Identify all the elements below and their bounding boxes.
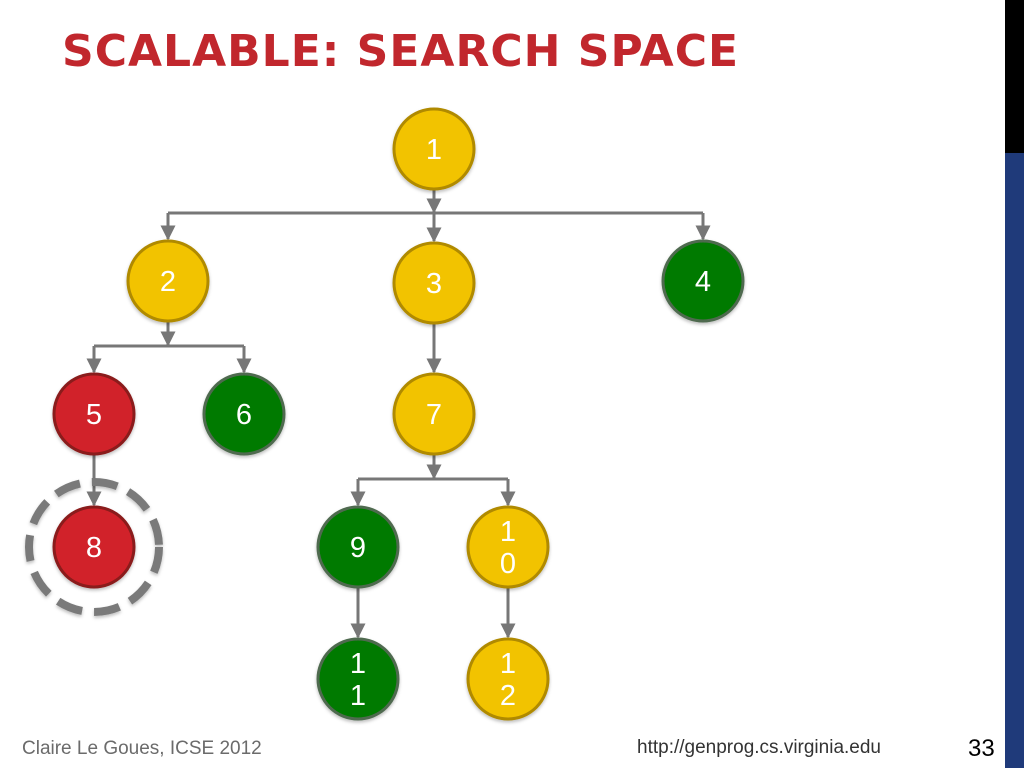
tree-node-3: 3 bbox=[392, 241, 476, 325]
footer-url: http://genprog.cs.virginia.edu bbox=[637, 737, 881, 758]
node-circle-4 bbox=[661, 239, 745, 323]
tree-node-5: 5 bbox=[52, 372, 136, 456]
node-circle-8 bbox=[52, 505, 136, 589]
node-label-4: 4 bbox=[695, 266, 711, 298]
highlight-dashed-ring bbox=[25, 478, 163, 616]
slide-title: SCALABLE: SEARCH SPACE bbox=[62, 26, 740, 77]
node-label-6: 6 bbox=[236, 399, 252, 431]
node-label-12-line-2: 2 bbox=[500, 680, 516, 712]
node-label-5: 5 bbox=[86, 399, 102, 431]
node-label-10-line-2: 0 bbox=[500, 548, 516, 580]
page-number: 33 bbox=[968, 735, 995, 762]
node-circle-10 bbox=[466, 505, 550, 589]
node-circle-9 bbox=[316, 505, 400, 589]
tree-node-8: 8 bbox=[25, 478, 163, 616]
node-circle-7 bbox=[392, 372, 476, 456]
tree-node-1: 1 bbox=[392, 107, 476, 191]
node-label-12-line-1: 1 bbox=[500, 648, 516, 680]
node-circle-3 bbox=[392, 241, 476, 325]
node-circle-12 bbox=[466, 637, 550, 721]
tree-node-4: 4 bbox=[661, 239, 745, 323]
tree-node-11: 11 bbox=[316, 637, 400, 721]
node-circle-1 bbox=[392, 107, 476, 191]
node-label-11-line-1: 1 bbox=[350, 648, 366, 680]
tree-node-2: 2 bbox=[126, 239, 210, 323]
node-circle-6 bbox=[202, 372, 286, 456]
side-bar-blue bbox=[1005, 153, 1024, 768]
node-label-9: 9 bbox=[350, 532, 366, 564]
node-label-8: 8 bbox=[86, 532, 102, 564]
tree-node-10: 10 bbox=[466, 505, 550, 589]
node-circle-2 bbox=[126, 239, 210, 323]
node-label-10-line-1: 1 bbox=[500, 516, 516, 548]
tree-node-6: 6 bbox=[202, 372, 286, 456]
node-circle-11 bbox=[316, 637, 400, 721]
tree-node-7: 7 bbox=[392, 372, 476, 456]
footer-author: Claire Le Goues, ICSE 2012 bbox=[22, 738, 262, 759]
tree-node-12: 12 bbox=[466, 637, 550, 721]
tree-node-9: 9 bbox=[316, 505, 400, 589]
node-label-7: 7 bbox=[426, 399, 442, 431]
edge-layer bbox=[86, 189, 711, 639]
node-label-2: 2 bbox=[160, 266, 176, 298]
node-label-3: 3 bbox=[426, 268, 442, 300]
node-label-11-line-2: 1 bbox=[350, 680, 366, 712]
side-bar-black bbox=[1005, 0, 1024, 153]
node-label-1: 1 bbox=[426, 134, 442, 166]
node-circle-5 bbox=[52, 372, 136, 456]
